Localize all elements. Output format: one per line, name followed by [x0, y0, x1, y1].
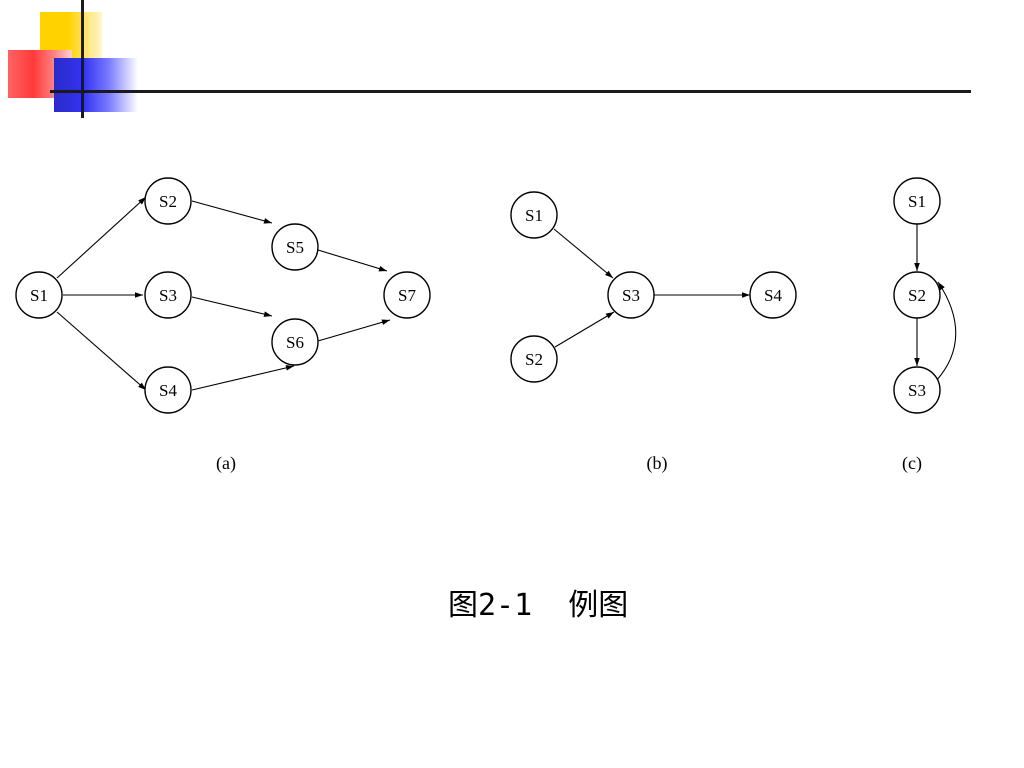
edge-b-s1-s3 [553, 228, 614, 279]
figure-caption: 图2-1 例图 [448, 588, 629, 623]
edge-a-s1-s4 [56, 311, 147, 391]
svg-text:S7: S7 [398, 286, 416, 305]
decorative-vertical-rule [81, 0, 84, 118]
panel-a-label: (a) [216, 453, 236, 474]
panel-c: S1 S2 S3 (c) [893, 177, 957, 474]
svg-text:S4: S4 [159, 381, 177, 400]
node-a-s1: S1 [15, 271, 63, 319]
node-a-s4: S4 [144, 366, 192, 414]
svg-text:S1: S1 [525, 206, 543, 225]
node-a-s6: S6 [271, 318, 319, 366]
svg-text:S4: S4 [764, 286, 782, 305]
panel-c-label: (c) [902, 453, 922, 474]
svg-text:S6: S6 [286, 333, 304, 352]
svg-text:S1: S1 [908, 192, 926, 211]
edge-c-s3-s2 [935, 281, 957, 382]
node-a-s2: S2 [144, 177, 192, 225]
panel-b-label: (b) [647, 453, 668, 474]
svg-text:S2: S2 [908, 286, 926, 305]
svg-text:S3: S3 [908, 381, 926, 400]
edge-a-s5-s7 [317, 249, 388, 272]
panel-b: S1 S2 S3 S4 (b) [510, 191, 797, 474]
node-b-s1: S1 [510, 191, 558, 239]
node-c-s2: S2 [893, 271, 941, 319]
node-a-s3: S3 [144, 271, 192, 319]
decorative-blue-square [54, 58, 138, 112]
edge-b-s2-s3 [554, 311, 615, 348]
node-a-s5: S5 [271, 223, 319, 271]
svg-text:S3: S3 [622, 286, 640, 305]
edge-a-s4-s6 [191, 365, 295, 391]
svg-text:S2: S2 [525, 350, 543, 369]
node-b-s4: S4 [749, 271, 797, 319]
edge-a-s1-s2 [56, 196, 147, 279]
edge-a-s2-s5 [191, 200, 273, 224]
node-c-s1: S1 [893, 177, 941, 225]
node-c-s3: S3 [893, 366, 941, 414]
node-b-s3: S3 [607, 271, 655, 319]
title-divider-line [50, 90, 971, 93]
node-b-s2: S2 [510, 335, 558, 383]
node-a-s7: S7 [383, 271, 431, 319]
panel-a: S1 S2 S3 S4 S5 S6 S7 (a) [15, 177, 431, 474]
edge-a-s3-s6 [191, 296, 273, 317]
svg-text:S3: S3 [159, 286, 177, 305]
svg-text:S2: S2 [159, 192, 177, 211]
svg-text:S5: S5 [286, 238, 304, 257]
edge-a-s6-s7 [317, 319, 391, 342]
svg-text:S1: S1 [30, 286, 48, 305]
